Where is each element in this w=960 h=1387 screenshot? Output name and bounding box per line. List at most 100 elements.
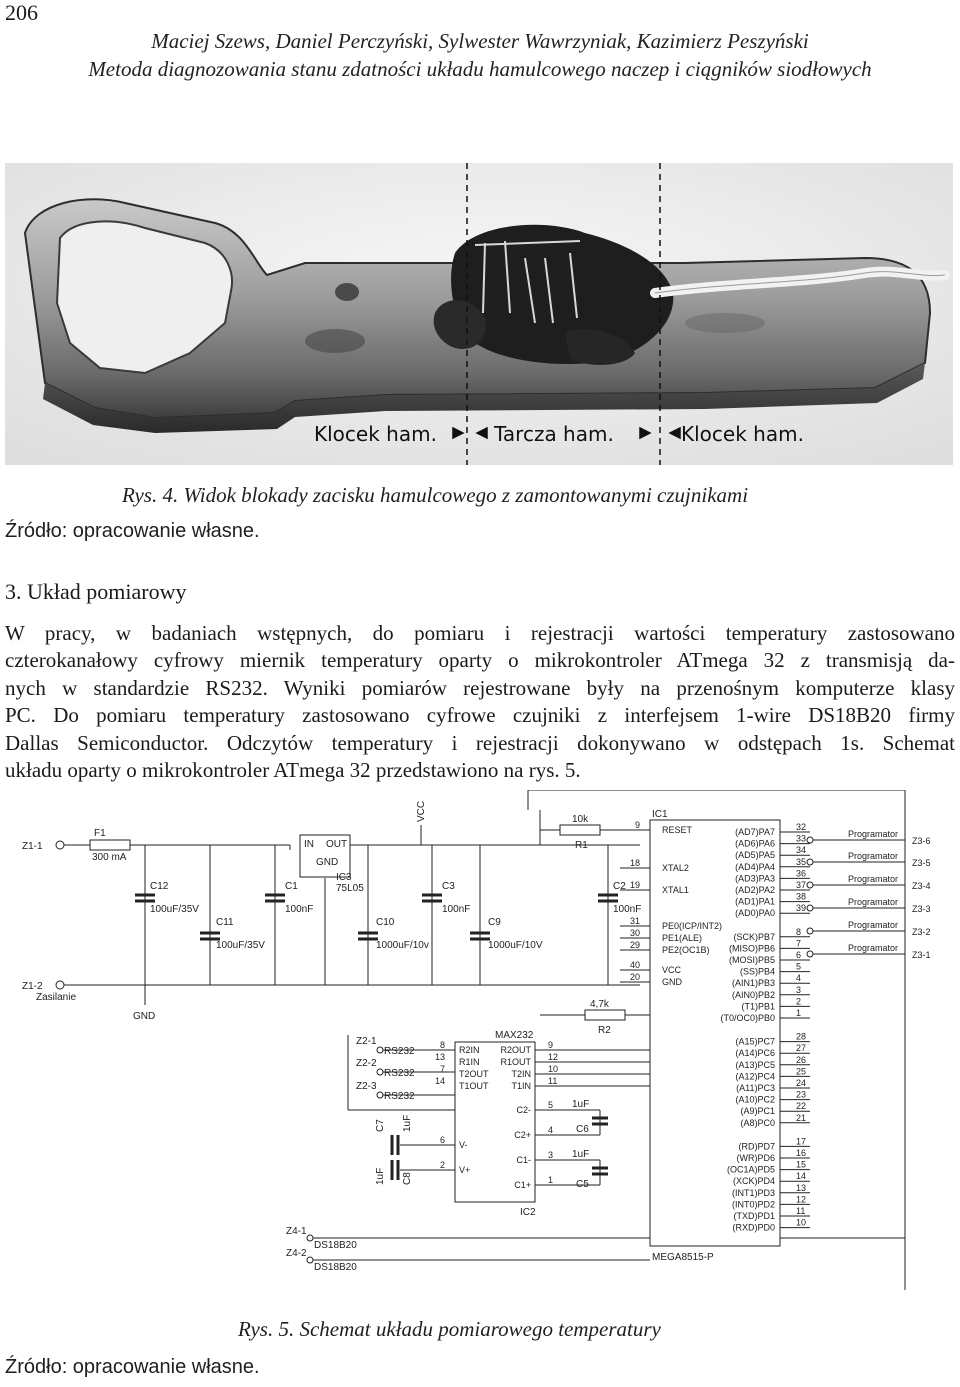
ic1-pin-number: 2 [796, 996, 801, 1006]
ic1-pin-name: (T1)PB1 [741, 1001, 775, 1011]
ic1-pin-name: (AD5)PA5 [735, 850, 775, 860]
ic1-pin-number: 4 [796, 973, 801, 983]
ic1-pin-name: VCC [662, 965, 682, 975]
label-ic3: IC3 [336, 872, 352, 883]
ds18b20-label: DS18B20 [314, 1262, 357, 1273]
ic1-pin-number: 9 [635, 820, 640, 830]
ic1-pin-name: (A9)PC1 [740, 1106, 775, 1116]
ic1-pin-number: 17 [796, 1136, 806, 1146]
ic1-pin-number: 13 [796, 1183, 806, 1193]
programator-label: Programator [848, 897, 898, 907]
label-c7-value: 1uF [402, 1115, 413, 1132]
ic2-pin-name: C2- [516, 1105, 531, 1115]
label-c10-value: 1000uF/10v [376, 940, 429, 951]
ic1-pin-number: 34 [796, 845, 806, 855]
label-gnd: GND [133, 1011, 155, 1022]
rs232-conn: Z2-1 [356, 1036, 377, 1047]
ic1-pin-number: 31 [630, 916, 640, 926]
label-c5-value: 1uF [572, 1149, 589, 1160]
ic1-pin-name: PE1(ALE) [662, 933, 702, 943]
label-klocek-right: Klocek ham. [681, 422, 804, 446]
ic1-pin-name: (MOSI)PB5 [729, 955, 775, 965]
label-c1: C1 [285, 881, 298, 892]
ic2-pin-number: 11 [548, 1076, 557, 1086]
ic2-pin-name: R2OUT [500, 1045, 531, 1055]
page-number: 206 [5, 0, 38, 25]
ic2-pin-number: 12 [548, 1052, 558, 1062]
ic1-pin-name: (OC1A)PD5 [727, 1165, 775, 1175]
programator-conn: Z3-5 [912, 858, 931, 868]
ic2-pin-name: T1OUT [459, 1081, 489, 1091]
ic2-pin-number: 3 [548, 1150, 553, 1160]
ic1-pin-name: (T0/OC0)PB0 [720, 1013, 775, 1023]
label-c11: C11 [216, 917, 234, 928]
programator-conn: Z3-1 [912, 950, 931, 960]
label-r1: R1 [575, 840, 588, 851]
para-line: W pracy, w badaniach wstępnych, do pomia… [5, 621, 955, 645]
ic1-pin-number: 12 [796, 1194, 806, 1204]
ic1-pin-name: (A8)PC0 [740, 1118, 775, 1128]
ic1-pin-name: (A14)PC6 [735, 1048, 775, 1058]
programator-label: Programator [848, 851, 898, 861]
label-c2: C2 [613, 881, 626, 892]
ic1-pin-number: 32 [796, 822, 806, 832]
ic1-pin-number: 1 [796, 1008, 801, 1018]
ic1-pin-number: 16 [796, 1148, 806, 1158]
ic1-pin-number: 37 [796, 880, 806, 890]
ic1-pin-number: 20 [630, 972, 640, 982]
label-ic3-part: 75L05 [336, 883, 364, 894]
ic1-pin-name: (AIN0)PB2 [732, 990, 775, 1000]
figure4-photo: Klocek ham. Tarcza ham. Klocek ham. [5, 163, 953, 465]
label-c12: C12 [150, 881, 169, 892]
ic1-pin-name: (AD4)PA4 [735, 862, 775, 872]
programator-label: Programator [848, 829, 898, 839]
ic1-pin-name: (AD6)PA6 [735, 839, 775, 849]
figure4-caption: Rys. 4. Widok blokady zacisku hamulcoweg… [122, 483, 749, 507]
section-heading: 3. Układ pomiarowy [5, 579, 187, 604]
ic2-pin-name: R1IN [459, 1057, 480, 1067]
label-c11-value: 100uF/35V [216, 940, 265, 951]
programator-label: Programator [848, 943, 898, 953]
ic2-pin-number: 2 [440, 1160, 445, 1170]
label-ic2: IC2 [520, 1207, 536, 1218]
ic3-gnd: GND [316, 857, 338, 868]
ic1-pin-name: (WR)PD6 [737, 1153, 776, 1163]
ic2-pin-number: 13 [435, 1052, 445, 1062]
ic1-pin-name: (MISO)PB6 [729, 943, 775, 953]
label-c3: C3 [442, 881, 455, 892]
label-c8: C8 [402, 1172, 413, 1185]
ic2-pin-name: V- [459, 1140, 468, 1150]
ic2-pin-name: T1IN [511, 1081, 531, 1091]
ds18b20-label: DS18B20 [314, 1240, 357, 1251]
rs232-label: RS232 [384, 1046, 415, 1057]
ic1-pin-number: 26 [796, 1055, 806, 1065]
ic1-pin-name: RESET [662, 825, 693, 835]
ic1-pin-name: GND [662, 977, 683, 987]
label-f1-value: 300 mA [92, 852, 127, 863]
ic1-pin-name: (A11)PC3 [736, 1083, 775, 1093]
ic2-pin-number: 5 [548, 1100, 553, 1110]
ic1-pin-number: 33 [796, 834, 806, 844]
label-r2-value: 4,7k [590, 999, 610, 1010]
rs232-label: RS232 [384, 1091, 415, 1102]
ds18b20-conn: Z4-2 [286, 1248, 307, 1259]
ic1-pin-number: 36 [796, 868, 806, 878]
programator-conn: Z3-6 [912, 836, 931, 846]
ic2-pin-name: T2IN [511, 1069, 531, 1079]
label-c10: C10 [376, 917, 395, 928]
ic1-pin-name: (RXD)PD0 [732, 1223, 775, 1233]
label-c2-value: 100nF [613, 904, 641, 915]
brake-block-photo: Klocek ham. Tarcza ham. Klocek ham. [5, 163, 953, 465]
para-line: Dallas Semiconductor. Odczytów temperatu… [5, 730, 955, 755]
body-paragraph: W pracy, w badaniach wstępnych, do pomia… [5, 620, 955, 784]
ic2-pin-name: R1OUT [500, 1057, 531, 1067]
ic2-pin-name: C2+ [514, 1130, 531, 1140]
para-line: układu oparty o mikrokontroler ATmega 32… [5, 758, 581, 783]
para-line: czterokanałowy cyfrowy miernik temperatu… [5, 648, 955, 673]
ic3-out: OUT [326, 839, 347, 850]
running-head-authors: Maciej Szews, Daniel Perczyński, Sylwest… [151, 29, 809, 53]
ic1-pin-number: 27 [796, 1043, 806, 1053]
ic1-pin-name: (A10)PC2 [735, 1095, 775, 1105]
ic1-pin-name: (TXD)PD1 [733, 1211, 775, 1221]
ic1-pin-name: XTAL1 [662, 885, 689, 895]
